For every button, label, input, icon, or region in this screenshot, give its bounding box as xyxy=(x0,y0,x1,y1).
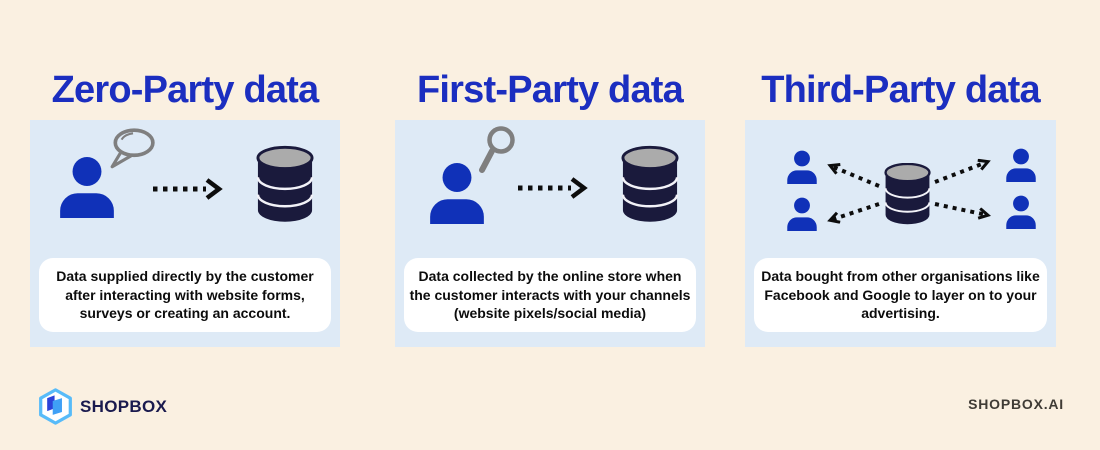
database-icon xyxy=(884,163,931,225)
zero-party-title: Zero-Party data xyxy=(51,69,320,112)
third-party-caption: Data bought from other organisations lik… xyxy=(754,258,1047,332)
person-icon xyxy=(60,157,114,218)
dotted-arrow-icon xyxy=(153,178,223,200)
speech-bubble-icon xyxy=(110,128,155,169)
shopbox-logo: SHOPBOX xyxy=(37,388,167,425)
third-party-title: Third-Party data xyxy=(761,69,1040,112)
database-icon xyxy=(256,145,314,222)
zero-party-caption: Data supplied directly by the customer a… xyxy=(39,258,331,332)
zero-party-panel: Data supplied directly by the customer a… xyxy=(30,120,340,347)
third-party-column: Third-Party data xyxy=(745,0,1056,450)
third-party-panel: Data bought from other organisations lik… xyxy=(745,120,1056,347)
shopbox-logo-icon xyxy=(39,388,72,425)
magnifying-glass-icon xyxy=(479,126,515,173)
first-party-caption: Data collected by the online store when … xyxy=(404,258,696,332)
person-icon xyxy=(787,197,817,231)
person-icon xyxy=(787,150,817,184)
website-text: SHOPBOX.AI xyxy=(968,396,1064,412)
person-icon xyxy=(1006,148,1036,182)
shopbox-logo-text: SHOPBOX xyxy=(80,396,168,416)
database-icon xyxy=(621,145,679,222)
person-icon xyxy=(1006,195,1036,229)
dotted-arrow-icon xyxy=(518,177,588,199)
person-icon xyxy=(430,163,484,224)
first-party-column: First-Party data Data collected by the xyxy=(395,0,705,450)
first-party-title: First-Party data xyxy=(417,69,684,112)
zero-party-column: Zero-Party data Data supplied xyxy=(30,0,340,450)
first-party-panel: Data collected by the online store when … xyxy=(395,120,705,347)
data-flow-arrows xyxy=(745,120,1056,347)
